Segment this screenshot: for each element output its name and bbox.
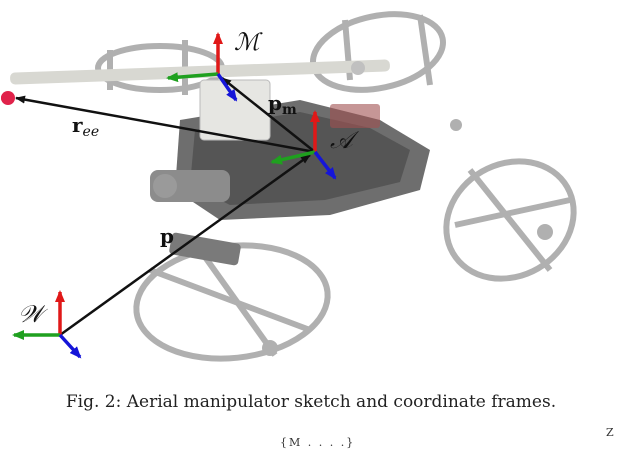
frame-arm [270,110,337,180]
world-y-axis [58,333,82,359]
aerial-manipulator-figure: 𝒲 𝒜 ℳ p pm ree [1,11,577,362]
vector-p [59,153,311,337]
clipped-text-fragment-2: Z [606,426,614,439]
label-vector-ree: ree [72,113,99,140]
prop-guard-top-right [310,11,446,93]
label-vector-ree-sub: ee [83,124,100,140]
prop-guard-right [443,158,577,282]
frame-manipulator [166,32,238,102]
manipulator-x-axis [166,72,219,83]
vector-pm [221,77,316,153]
vector-ree [15,95,316,154]
frame-world [12,290,82,359]
label-vector-pm: pm [268,91,297,118]
label-vector-pm-sub: m [282,102,297,118]
manipulator-y-axis [216,73,238,102]
label-vector-ree-base: r [72,113,83,137]
label-frame-world: 𝒲 [18,300,49,328]
drone-sketch [95,11,577,362]
drone-body [1,59,553,356]
arm-x-axis [270,150,316,165]
label-frame-manipulator: ℳ [234,28,263,56]
label-vector-pm-base: p [268,91,282,115]
end-effector-point [1,91,15,105]
clipped-text-fragment: {M . . . .} [280,436,356,449]
position-vectors [15,77,316,337]
label-vector-p: p [160,224,174,248]
figure-caption: Fig. 2: Aerial manipulator sketch and co… [65,392,557,412]
arm-y-axis [313,150,337,180]
